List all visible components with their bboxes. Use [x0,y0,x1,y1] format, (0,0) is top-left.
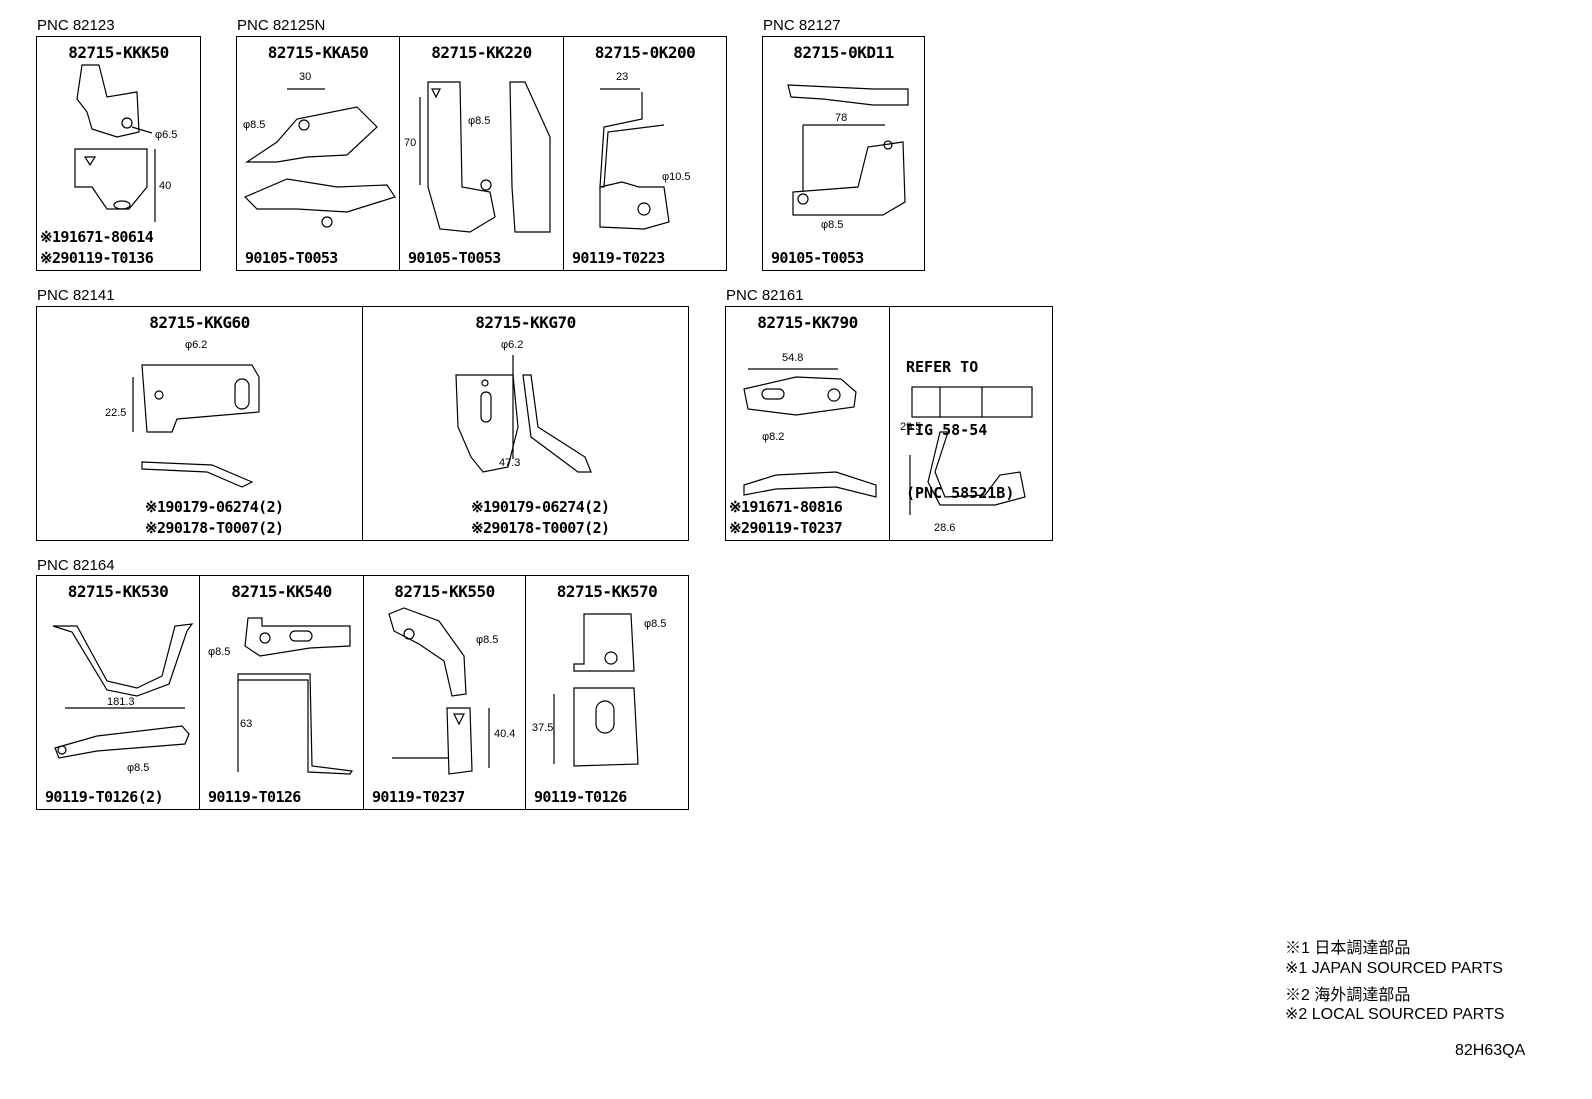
part-cell[interactable]: 82715-KK220 70 φ8.5 90105-T0053 [399,37,563,270]
dimension-label: 63 [240,718,253,730]
part-cell[interactable]: 82715-KK570 φ8.5 37.5 90119-T0126 [525,576,688,809]
dimension-label: 47.3 [499,457,521,469]
legend-note: ※2 海外調達部品 [1285,987,1411,1004]
part-number[interactable]: 82715-KK570 [556,582,658,601]
dimension-label: 37.5 [532,722,554,734]
pnc-label: PNC 82125N [237,17,326,34]
bracket-drawing [553,613,639,767]
part-cell[interactable]: 82715-KK550 φ8.5 40.4 90119-T0237 [363,576,525,809]
part-number[interactable]: 82715-KK550 [394,582,495,601]
dimension-label: 40 [159,180,172,192]
fastener-part-number[interactable]: ※290119-T0237 [729,519,843,537]
dimension-label: φ6.2 [185,339,208,351]
part-group: 82715-KK530 181.3 φ8.5 90119-T0126(2) 82… [36,575,689,810]
bracket-drawing [599,88,670,230]
dimension-label: 23 [616,71,629,83]
part-number[interactable]: 82715-KKA50 [267,43,369,62]
part-cell[interactable]: 82715-KKK50 φ6.5 40 ※191671-80614 ※29011… [37,37,200,270]
part-cell[interactable]: 82715-0KD11 78 φ8.5 90105-T0053 [763,37,924,270]
part-number[interactable]: 82715-KKK50 [68,43,169,62]
pnc-label: PNC 82164 [37,557,115,574]
fastener-part-number[interactable]: ※290119-T0136 [40,249,154,267]
part-number[interactable]: 82715-KK530 [67,582,169,601]
part-group: 82715-KKK50 φ6.5 40 ※191671-80614 ※29011… [36,36,201,271]
fastener-part-number[interactable]: 90119-T0237 [372,788,465,806]
dimension-label: 78 [835,112,848,124]
pnc-label: PNC 82123 [37,17,115,34]
pnc-label: PNC 82141 [37,287,115,304]
bracket-drawing [388,607,490,775]
fastener-part-number[interactable]: ※290178-T0007(2) [471,519,610,537]
legend-note: ※1 日本調達部品 [1285,940,1411,957]
dimension-label: φ8.2 [762,431,785,443]
bracket-drawing [132,364,260,488]
fastener-part-number[interactable]: 90105-T0053 [408,249,501,267]
part-group: 82715-KKA50 30 φ8.5 90105-T0053 82715-KK… [236,36,727,271]
part-cell[interactable]: 82715-KKA50 30 φ8.5 90105-T0053 [237,37,399,270]
dimension-label: φ8.5 [476,634,499,646]
fastener-part-number[interactable]: ※191671-80816 [729,498,843,516]
bracket-drawing [243,88,396,228]
part-cell[interactable]: 82715-KK790 54.8 φ8.2 ※191671-80816 ※290… [726,307,889,540]
part-number[interactable]: 82715-KK790 [757,313,858,332]
bracket-drawing [74,64,156,222]
part-group: 82715-KKG60 φ6.2 22.5 ※190179-06274(2) ※… [36,306,689,541]
dimension-label: φ8.5 [821,219,844,231]
fastener-part-number[interactable]: 90119-T0126 [534,788,627,806]
dimension-label: 54.8 [782,352,804,364]
dimension-label: φ6.5 [155,129,178,141]
fastener-part-number[interactable]: 90119-T0126(2) [45,788,164,806]
dimension-label: φ8.5 [243,119,266,131]
part-number[interactable]: 82715-KKG60 [149,313,250,332]
dimension-label: 28.6 [934,522,956,534]
bracket-drawing [455,355,592,473]
dimension-label: φ6.2 [501,339,524,351]
dimension-label: 70 [404,137,417,149]
refer-cell[interactable]: REFER TO FIG 58-54 (PNC 58521B) 29.5 28.… [889,307,1052,540]
part-group: 82715-0KD11 78 φ8.5 90105-T0053 [762,36,925,271]
dimension-label: 181.3 [107,696,135,708]
part-cell[interactable]: 82715-KKG70 φ6.2 47.3 ※190179-06274(2) ※… [362,307,688,540]
dimension-label: φ8.5 [127,762,150,774]
part-cell[interactable]: 82715-KKG60 φ6.2 22.5 ※190179-06274(2) ※… [37,307,362,540]
dimension-label: 30 [299,71,312,83]
bracket-drawing [419,81,551,233]
part-cell[interactable]: 82715-KK530 181.3 φ8.5 90119-T0126(2) [37,576,199,809]
fastener-part-number[interactable]: 90105-T0053 [245,249,338,267]
bracket-drawing [787,84,909,216]
dimension-label: φ8.5 [644,618,667,630]
dimension-label: φ10.5 [662,171,691,183]
dimension-label: 40.4 [494,728,516,740]
part-number[interactable]: 82715-KK220 [431,43,532,62]
fastener-part-number[interactable]: ※290178-T0007(2) [145,519,284,537]
dimension-label: φ8.5 [468,115,491,127]
legend-note: ※1 JAPAN SOURCED PARTS [1285,960,1503,977]
part-number[interactable]: 82715-0KD11 [793,43,894,62]
diagram-code: 82H63QA [1455,1042,1526,1059]
part-number[interactable]: 82715-KKG70 [475,313,576,332]
fastener-part-number[interactable]: ※190179-06274(2) [471,498,610,516]
pnc-label: PNC 82127 [763,17,841,34]
fastener-part-number[interactable]: ※191671-80614 [40,228,154,246]
fastener-part-number[interactable]: 90119-T0223 [572,249,665,267]
fastener-part-number[interactable]: 90119-T0126 [208,788,301,806]
part-cell[interactable]: 82715-KK540 φ8.5 63 90119-T0126 [199,576,363,809]
pnc-label: PNC 82161 [726,287,804,304]
fastener-part-number[interactable]: ※190179-06274(2) [145,498,284,516]
dimension-label: 29.5 [900,421,922,433]
part-cell[interactable]: 82715-0K200 23 φ10.5 90119-T0223 [563,37,726,270]
clamp-drawing [909,386,1033,515]
legend-note: ※2 LOCAL SOURCED PARTS [1285,1006,1505,1023]
part-number[interactable]: 82715-KK540 [231,582,332,601]
part-number[interactable]: 82715-0K200 [594,43,696,62]
dimension-label: φ8.5 [208,646,231,658]
dimension-label: 22.5 [105,407,127,419]
refer-note[interactable]: REFER TO FIG 58-54 (PNC 58521B) [906,358,1015,502]
bracket-drawing [743,368,877,498]
part-group: 82715-KK790 54.8 φ8.2 ※191671-80816 ※290… [725,306,1053,541]
fastener-part-number[interactable]: 90105-T0053 [771,249,864,267]
bracket-drawing [52,623,194,759]
bracket-drawing [237,617,354,775]
